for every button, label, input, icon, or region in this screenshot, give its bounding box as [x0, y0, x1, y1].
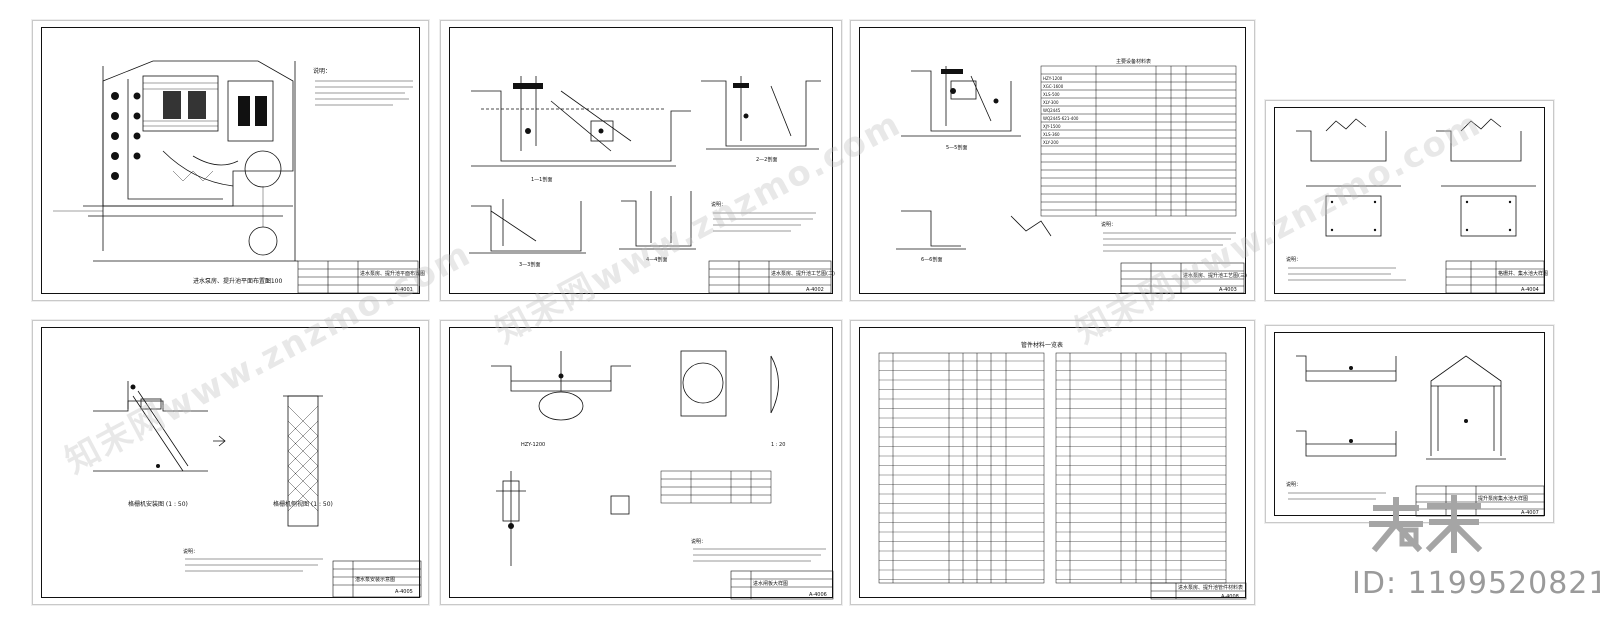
svg-text:进水泵房、提升池管件材料表: 进水泵房、提升池管件材料表 — [1178, 584, 1243, 591]
sheet-frame — [859, 27, 1246, 294]
svg-text:1—1剖面: 1—1剖面 — [531, 176, 552, 183]
svg-text:说明：: 说明： — [313, 67, 331, 75]
svg-text:A-4005: A-4005 — [395, 589, 413, 595]
svg-text:XLS-500: XLS-500 — [1043, 92, 1060, 97]
drawing-sheet-8[interactable]: 管件材料一览表 进水泵房、提升池管件材料表 A-4008 — [850, 320, 1255, 605]
svg-text:A-4001: A-4001 — [395, 287, 413, 293]
svg-text:进水泵房、提升池平面布置图: 进水泵房、提升池平面布置图 — [193, 277, 271, 285]
sheet-1-drawing: 说明： 进水泵房、提升池平面布置图 1:100 进水泵房、提升池平面布置图 A-… — [53, 60, 425, 294]
svg-text:XLY-200: XLY-200 — [1043, 140, 1059, 145]
svg-text:说明：: 说明： — [1286, 256, 1301, 263]
sheet-4-drawing: 说明： 格栅井、集水池大样图 A-4004 — [1286, 118, 1548, 294]
svg-text:1 : 20: 1 : 20 — [771, 442, 785, 448]
svg-text:A-4002: A-4002 — [806, 287, 824, 293]
svg-text:潜水泵安装示意图: 潜水泵安装示意图 — [355, 576, 395, 583]
svg-text:说明：: 说明： — [711, 201, 726, 208]
svg-text:说明：: 说明： — [183, 548, 198, 555]
svg-text:A-4007: A-4007 — [1521, 510, 1539, 516]
drawing-sheet-2[interactable]: 1—1剖面 2—2剖面 3—3剖面 4—4剖面 说明： 进水泵房、提升池工艺图(… — [440, 20, 842, 301]
svg-text:WQ2445-621-400: WQ2445-621-400 — [1043, 116, 1079, 121]
sheet-8-drawing: 管件材料一览表 进水泵房、提升池管件材料表 A-4008 — [878, 341, 1247, 600]
svg-text:WQ2445: WQ2445 — [1043, 108, 1061, 113]
svg-text:A-4004: A-4004 — [1521, 287, 1539, 293]
drawing-sheet-3[interactable]: 5—5剖面 6—6剖面 主要设备材料表 HZY-1200 XGC-1600 XL… — [850, 20, 1255, 301]
svg-text:A-4006: A-4006 — [809, 592, 827, 598]
sheet-frame — [449, 27, 833, 294]
sheet-5-drawing: 说明： 提升泵房集水池大样图 A-4007 — [1286, 355, 1545, 517]
sheet-frame — [449, 327, 833, 598]
sheet-3-drawing: 5—5剖面 6—6剖面 主要设备材料表 HZY-1200 XGC-1600 XL… — [896, 58, 1247, 294]
drawing-sheet-1[interactable]: 说明： 进水泵房、提升池平面布置图 1:100 进水泵房、提升池平面布置图 A-… — [32, 20, 429, 301]
svg-text:XLS-360: XLS-360 — [1043, 132, 1060, 137]
sheet-frame — [41, 27, 420, 294]
svg-text:1:100: 1:100 — [265, 278, 282, 285]
svg-text:6—6剖面: 6—6剖面 — [921, 256, 942, 263]
svg-text:4—4剖面: 4—4剖面 — [646, 256, 667, 263]
svg-text:提升泵房集水池大样图: 提升泵房集水池大样图 — [1478, 495, 1528, 502]
drawing-sheet-7[interactable]: HZY-1200 1 : 20 说明： 进水闸板大样图 A-4006 — [440, 320, 842, 605]
svg-text:2—2剖面: 2—2剖面 — [756, 156, 777, 163]
svg-text:XJY-1500: XJY-1500 — [1043, 124, 1061, 129]
sheet-frame — [859, 327, 1246, 598]
svg-text:A-4003: A-4003 — [1219, 287, 1237, 293]
svg-text:进水泵房、提升池平面布置图: 进水泵房、提升池平面布置图 — [360, 270, 425, 277]
svg-text:XGC-1600: XGC-1600 — [1043, 84, 1064, 89]
svg-text:HZY-1200: HZY-1200 — [1043, 76, 1063, 81]
drawing-sheet-6[interactable]: 格栅机安装图 (1 : 50) 格栅机侧视图 (1 : 50) 说明： 潜水泵安… — [32, 320, 429, 605]
svg-text:管件材料一览表: 管件材料一览表 — [1021, 341, 1063, 349]
brand-logo-icon — [1369, 495, 1483, 553]
sheet-6-drawing: 格栅机安装图 (1 : 50) 格栅机侧视图 (1 : 50) 说明： 潜水泵安… — [93, 381, 422, 598]
svg-text:说明：: 说明： — [1101, 221, 1116, 228]
svg-text:5—5剖面: 5—5剖面 — [946, 144, 967, 151]
svg-text:进水泵房、提升池工艺图(三): 进水泵房、提升池工艺图(三) — [1183, 272, 1247, 279]
resource-id-label: ID: 1199520821 — [1352, 566, 1600, 601]
svg-text:A-4008: A-4008 — [1221, 594, 1239, 600]
svg-text:XLY-300: XLY-300 — [1043, 100, 1059, 105]
sheet-frame — [1274, 107, 1545, 294]
svg-text:3—3剖面: 3—3剖面 — [519, 261, 540, 268]
svg-text:格栅机侧视图 (1 : 50): 格栅机侧视图 (1 : 50) — [273, 500, 333, 508]
sheet-2-drawing: 1—1剖面 2—2剖面 3—3剖面 4—4剖面 说明： 进水泵房、提升池工艺图(… — [469, 76, 835, 294]
sheet-7-drawing: HZY-1200 1 : 20 说明： 进水闸板大样图 A-4006 — [491, 350, 834, 600]
sheet-frame — [1274, 332, 1545, 516]
svg-text:进水泵房、提升池工艺图(二): 进水泵房、提升池工艺图(二) — [771, 270, 835, 277]
svg-text:进水闸板大样图: 进水闸板大样图 — [753, 580, 788, 587]
svg-text:主要设备材料表: 主要设备材料表 — [1116, 58, 1151, 65]
svg-text:格栅井、集水池大样图: 格栅井、集水池大样图 — [1498, 270, 1548, 277]
svg-text:格栅机安装图 (1 : 50): 格栅机安装图 (1 : 50) — [128, 500, 188, 508]
svg-text:说明：: 说明： — [1286, 481, 1301, 488]
drawing-sheet-5[interactable]: 说明： 提升泵房集水池大样图 A-4007 — [1265, 325, 1554, 523]
sheet-frame — [41, 327, 420, 598]
svg-text:说明：: 说明： — [691, 538, 706, 545]
svg-text:HZY-1200: HZY-1200 — [521, 442, 545, 448]
drawing-sheet-4[interactable]: 说明： 格栅井、集水池大样图 A-4004 — [1265, 100, 1554, 301]
